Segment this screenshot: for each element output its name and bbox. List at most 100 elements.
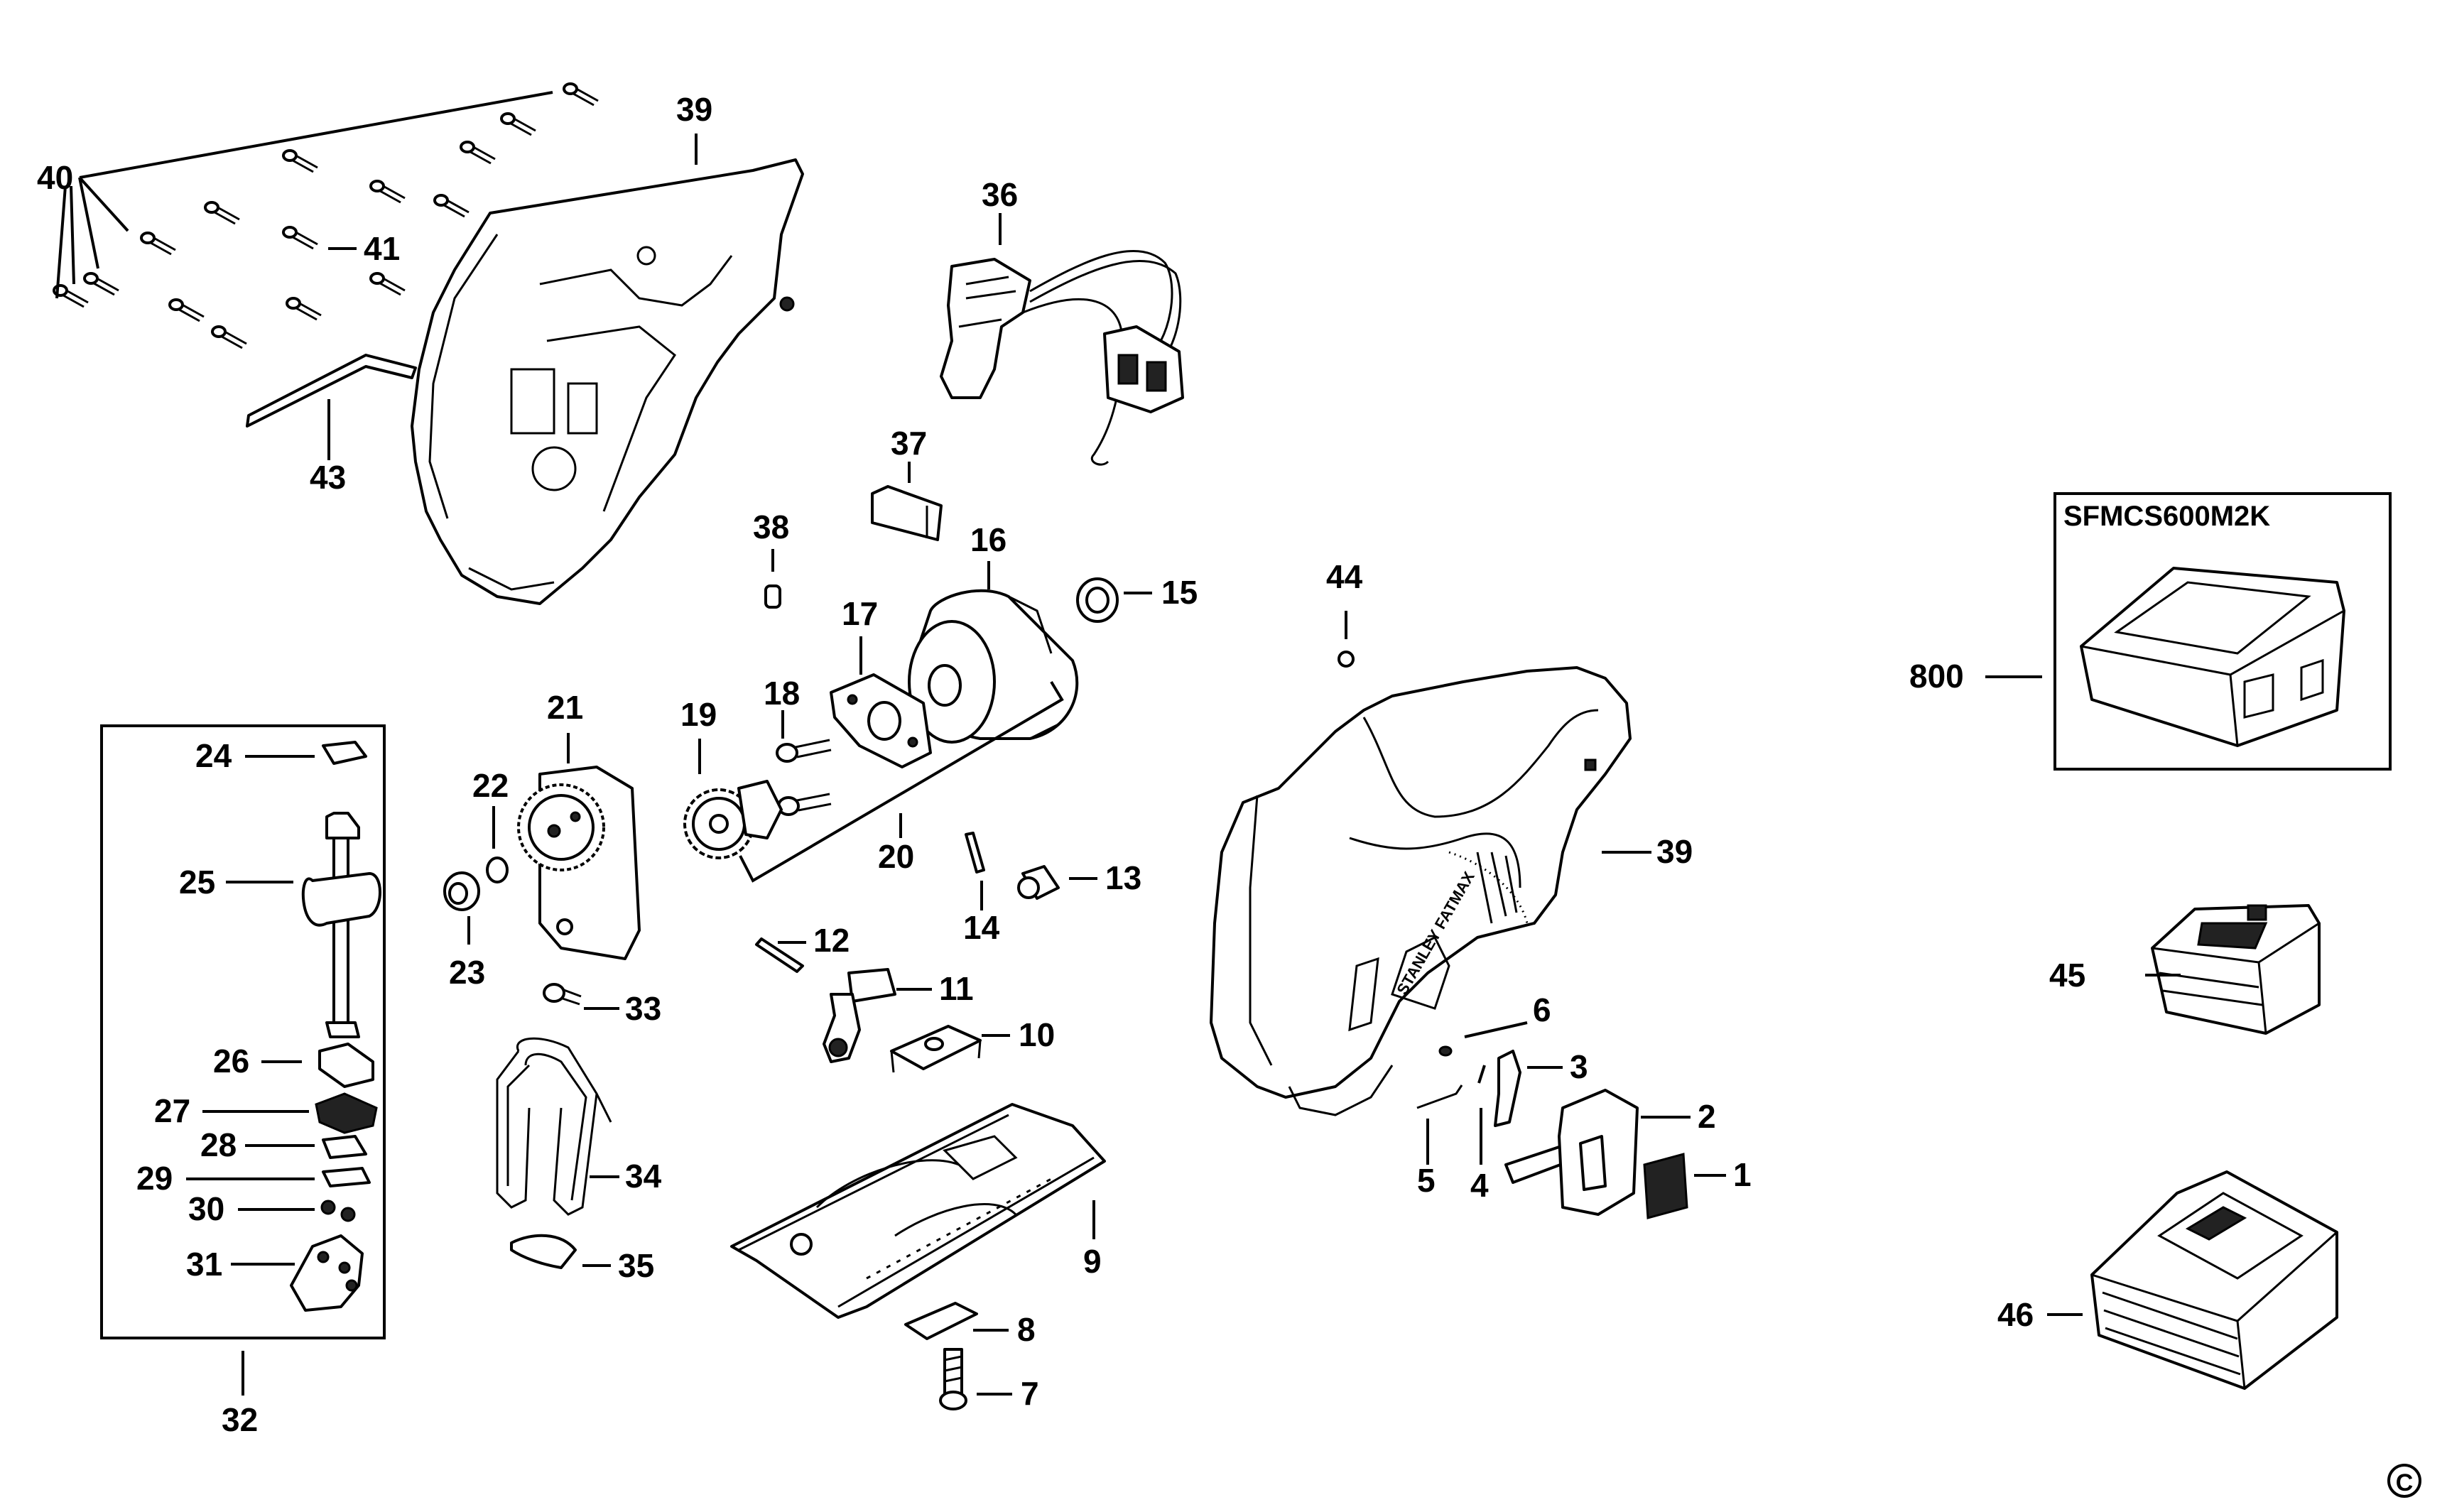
label-43: 43 <box>310 459 346 496</box>
label-10: 10 <box>1019 1016 1055 1053</box>
label-17: 17 <box>842 595 878 632</box>
label-44: 44 <box>1326 558 1363 595</box>
part-4 <box>1477 1065 1486 1084</box>
part-22-washer <box>486 856 509 883</box>
part-2 <box>1504 1089 1639 1216</box>
label-29: 29 <box>136 1160 173 1197</box>
part-18-screw <box>776 739 832 816</box>
label-40: 40 <box>37 159 73 196</box>
label-37: 37 <box>891 425 927 462</box>
bracket-20 <box>739 680 1064 883</box>
part-35 <box>510 1234 577 1269</box>
label-12: 12 <box>813 922 850 959</box>
kit-model-label: SFMCS600M2K <box>2063 501 2270 532</box>
part-37 <box>871 485 943 541</box>
label-2: 2 <box>1698 1098 1716 1135</box>
part-26 <box>318 1043 374 1088</box>
label-800: 800 <box>1909 658 1964 695</box>
part-29 <box>322 1167 371 1187</box>
label-45: 45 <box>2049 957 2085 994</box>
part-44-nut <box>1338 651 1355 668</box>
label-26: 26 <box>213 1043 249 1079</box>
label-25: 25 <box>179 864 215 901</box>
part-8-plate <box>904 1302 978 1340</box>
label-39-top: 39 <box>676 91 712 128</box>
part-34-spring <box>496 1037 612 1216</box>
part-9-base-plate <box>730 1103 1106 1319</box>
charger-part <box>2090 1170 2338 1390</box>
housing-half-part <box>411 158 804 605</box>
label-21: 21 <box>547 689 583 726</box>
part-17-plate <box>830 673 932 768</box>
part-38 <box>764 584 781 609</box>
label-5: 5 <box>1417 1162 1436 1199</box>
leader-40 <box>55 91 553 299</box>
part-11-lever <box>823 968 896 1063</box>
part-3 <box>1494 1050 1521 1127</box>
label-7: 7 <box>1021 1375 1039 1412</box>
part-1 <box>1643 1153 1688 1219</box>
label-27: 27 <box>154 1092 190 1129</box>
sub-assembly-box <box>100 724 386 1339</box>
part-24 <box>322 741 367 765</box>
label-23: 23 <box>449 954 485 991</box>
label-16: 16 <box>970 521 1007 558</box>
part-30-screws <box>320 1200 356 1222</box>
part-23-nut <box>443 871 480 911</box>
label-20: 20 <box>878 838 914 875</box>
part-25-slider <box>301 812 381 1038</box>
label-46: 46 <box>1997 1296 2034 1333</box>
label-1: 1 <box>1733 1156 1752 1193</box>
screws-group <box>53 82 599 349</box>
motor-part <box>908 589 1079 744</box>
part-13 <box>1017 865 1060 900</box>
part-15-ring <box>1076 577 1119 623</box>
label-34: 34 <box>625 1158 662 1195</box>
label-4: 4 <box>1470 1167 1489 1204</box>
part-5 <box>1416 1084 1463 1109</box>
label-6: 6 <box>1533 991 1551 1028</box>
copyright-mark: C <box>2396 1469 2414 1496</box>
kit-case-part <box>2080 567 2345 747</box>
label-22: 22 <box>472 767 509 804</box>
label-30: 30 <box>188 1190 224 1227</box>
part-28 <box>322 1135 367 1159</box>
label-15: 15 <box>1161 574 1198 611</box>
label-18: 18 <box>764 675 800 712</box>
part-10-bracket <box>890 1025 982 1073</box>
label-39-right: 39 <box>1656 833 1693 870</box>
label-31: 31 <box>186 1246 222 1283</box>
label-19: 19 <box>680 696 717 733</box>
label-14: 14 <box>963 909 1000 946</box>
label-13: 13 <box>1105 859 1141 896</box>
label-24: 24 <box>195 737 232 774</box>
allen-key-part <box>246 354 417 428</box>
part-33-screw <box>543 983 582 1006</box>
part-19-gear <box>683 780 783 859</box>
part-6 <box>1438 1045 1453 1057</box>
battery-part <box>2151 904 2321 1035</box>
label-41: 41 <box>364 230 400 267</box>
label-32: 32 <box>222 1401 258 1438</box>
kit-case-box <box>2053 492 2392 771</box>
part-14-pin <box>965 832 985 874</box>
label-36: 36 <box>982 176 1018 213</box>
part-12-pin <box>755 937 804 973</box>
switch-harness-part <box>940 249 1184 466</box>
label-35: 35 <box>618 1247 654 1284</box>
label-38: 38 <box>753 508 789 545</box>
label-8: 8 <box>1017 1311 1036 1348</box>
part-21-gearbox <box>517 766 641 960</box>
label-11: 11 <box>939 970 974 1007</box>
part-7-screw <box>939 1348 967 1410</box>
jigsaw-body-part <box>1210 666 1632 1116</box>
label-3: 3 <box>1570 1048 1588 1085</box>
label-33: 33 <box>625 990 661 1027</box>
part-31 <box>290 1234 364 1312</box>
label-28: 28 <box>200 1126 237 1163</box>
copyright-circle <box>2387 1464 2421 1498</box>
part-27 <box>315 1092 378 1134</box>
label-9: 9 <box>1083 1243 1102 1280</box>
leader-6 <box>1464 1021 1528 1038</box>
